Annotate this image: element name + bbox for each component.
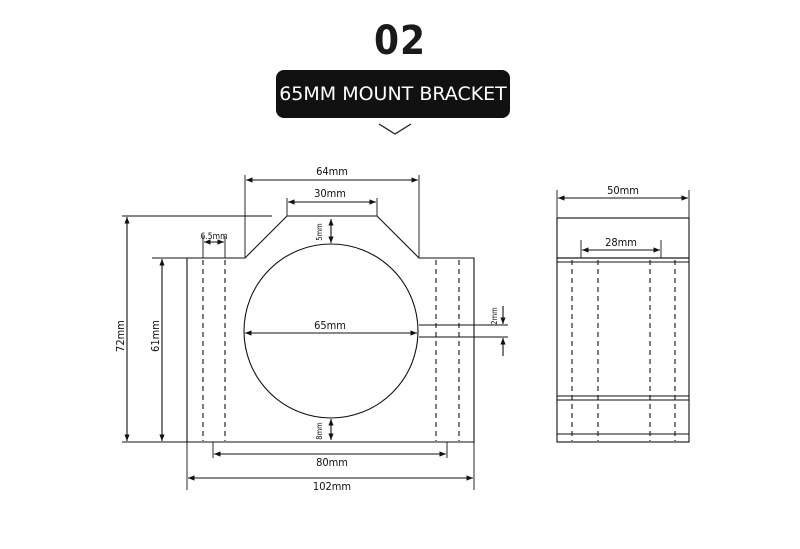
extension-lines [122,175,508,490]
step-number: 02 [373,18,427,64]
label-top-thickness: 5mm [315,223,324,240]
label-total-width: 102mm [313,480,351,493]
side-extension-lines [556,190,690,258]
label-bottom-thickness: 8mm [315,422,324,439]
hidden-holes [202,260,460,441]
label-body-height: 61mm [149,320,162,352]
label-side-depth: 50mm [607,184,639,197]
side-hidden-lines [571,260,676,441]
label-slot-gap: 2mm [490,307,499,324]
label-hole-spacing: 80mm [316,456,348,469]
side-view-body [556,257,690,443]
side-view [556,190,690,443]
chevron-down-icon [378,123,412,135]
label-top-width: 64mm [316,165,348,178]
label-hole-offset: 6.5mm [200,232,227,242]
title-banner: 65MM MOUNT BRACKET [276,70,510,118]
label-side-hole-spacing: 28mm [605,236,637,249]
front-view [122,175,508,490]
label-top-flat: 30mm [314,187,346,200]
label-total-height: 72mm [114,320,127,352]
label-bore-diameter: 65mm [314,319,346,332]
